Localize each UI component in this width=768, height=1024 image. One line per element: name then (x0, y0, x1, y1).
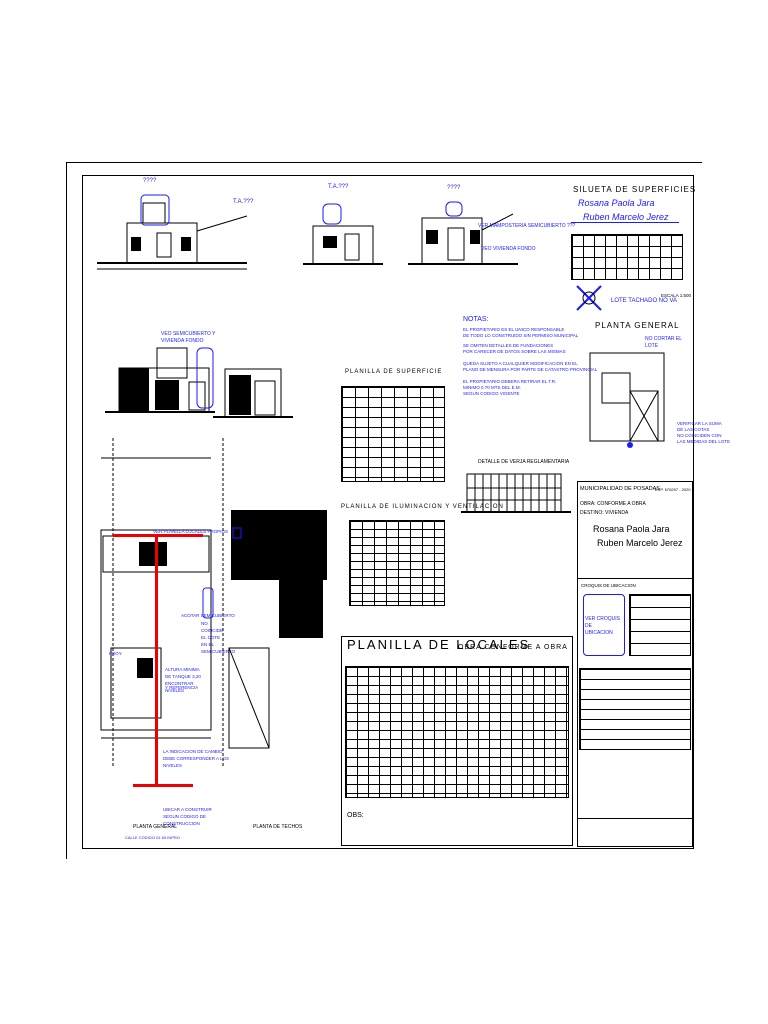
planilla-locales-box (341, 636, 573, 846)
owner-strike-line (571, 222, 679, 223)
nota-line: QUEDA SUJETO A CUALQUIER MODIFICACION EN… (463, 361, 578, 366)
drawing-sheet: ???? T.A.??? T.A.??? ???? VER MAMPOSTERI… (82, 175, 730, 849)
lote-escala: ESCALA 1:500 (661, 293, 692, 298)
planilla-iluminacion-title: PLANILLA DE ILUMINACION Y VENTILACION (341, 504, 504, 510)
planta-note: UBICAR A CONSTRUIR SEGUN CODIGO DE CONST… (163, 807, 212, 826)
propietario-1: Rosana Paola Jara (593, 524, 670, 534)
installation-red-horizontal (113, 534, 203, 537)
planta-note: ALTURA MINIMA DE TANQUE 3,20 ENCONTRAR N… (165, 667, 201, 693)
planta-note: LA INDICACION DE CAMBIO DEBE CORRESPONDE… (163, 749, 230, 768)
semicubierto-note: VER MAMPOSTERIA SEMICUBIERTO ??? (478, 223, 576, 229)
datos-table (579, 668, 691, 750)
section-a (105, 347, 215, 413)
firmas-table (629, 594, 691, 656)
installation-red-bottom (133, 784, 193, 787)
lote-verificar: LAS MEDIDAS DEL LOTE (677, 439, 731, 444)
owner-name-2: Ruben Marcelo Jerez (583, 212, 669, 222)
planta-note: Y REFERENCIA (165, 685, 199, 690)
lote-verificar: NO COINCIDEN CON (677, 433, 722, 438)
nota-line: DE TODO LO CONSTRUIDO SIN PERMISO MUNICI… (463, 333, 579, 338)
planilla-locales-table (345, 666, 569, 798)
title-block-footer (577, 818, 693, 819)
elevation-rear-tag: ???? (447, 185, 461, 191)
sections-note: VEO SEMICUBIERTO Y VIVIENDA FONDO (161, 331, 216, 344)
elevation-front (97, 194, 248, 270)
vivienda-fondo-note: VEO VIVIENDA FONDO (481, 246, 536, 252)
title-block (577, 481, 693, 847)
elevation-side (303, 203, 383, 265)
lote-no-cortar: NO CORTAR EL LOTE (645, 336, 682, 349)
nota-line: SE OMITEN DETALLES DE FUNDACIONES (463, 343, 554, 348)
municipalidad-exp: EXP. N°6297 - 2020 (655, 487, 691, 492)
municipalidad-destino: DESTINO: VIVIENDA (580, 510, 629, 516)
nota-line: EL PROPIETARIO DEBERA RETIRAR EL T.R. (463, 379, 557, 384)
lote-tachado-icon (576, 285, 602, 311)
nota-line: MINIMO 0.70 MTS DEL E.M. (463, 385, 521, 390)
nota-line: EL PROPIETARIO ES EL UNICO RESPONSABLE (463, 327, 565, 332)
planta-note: ACOTAR SEMICUBIERTO (181, 613, 235, 618)
elevation-tag: ???? (143, 178, 157, 184)
planta-note: PROY. (109, 651, 123, 656)
ver-croquis-note: VER CROQUIS DE UBICACION (585, 616, 621, 636)
superficies-table (571, 234, 683, 280)
propietario-2: Ruben Marcelo Jerez (597, 538, 683, 548)
detalle-verja-title: DETALLE DE VERJA REGLAMENTARIA (478, 459, 570, 465)
lote-verificar: DE LAS COTAS (677, 427, 710, 432)
lote-verificar: VERIFICAR LA SUMA (677, 421, 722, 426)
croquis-box (583, 594, 625, 656)
planilla-superficie-table (341, 386, 445, 482)
notas-heading: NOTAS: (463, 316, 489, 323)
planta-general-title: PLANTA GENERAL (133, 824, 178, 830)
planta-general-drawing (100, 438, 214, 768)
installation-red-vertical (155, 536, 158, 786)
planilla-locales-obs: OBS: (347, 812, 364, 819)
municipalidad-title: MUNICIPALIDAD DE POSADAS (580, 486, 660, 492)
title-block-divider (577, 578, 693, 579)
planilla-locales-subtitle: OBRA CONFORME A OBRA (458, 644, 568, 651)
nota-line: PLANO DE MENSURA POR PARTE DE CATASTRO P… (463, 367, 598, 372)
planta-general-lote-title: PLANTA GENERAL (595, 321, 680, 330)
planilla-iluminacion-table (349, 520, 445, 606)
lote-tachado-label: LOTE TACHADO NO VA (611, 298, 678, 304)
planilla-superficie-title: PLANILLA DE SUPERFICIE (345, 369, 443, 375)
planta-techos-drawing (222, 438, 327, 768)
owners-heading: SILUETA DE SUPERFICIES (573, 185, 697, 194)
nota-line: SEGUN CODIGO VIGENTE (463, 391, 520, 396)
section-b (213, 368, 293, 418)
elevation-side-tag: T.A.??? (328, 184, 349, 190)
owner-name-1: Rosana Paola Jara (578, 198, 655, 208)
elevation-ta-label: T.A.??? (233, 199, 254, 205)
planilla-locales-title: PLANILLA DE LOCALES (347, 637, 531, 652)
municipalidad-obra: OBRA: CONFORME A OBRA (580, 501, 646, 507)
planta-note: VER PLANILLA LOCALES PROPIOS (153, 529, 229, 534)
planta-techos-title: PLANTA DE TECHOS (253, 824, 303, 830)
elevation-rear (408, 201, 518, 265)
planta-general-lote (589, 352, 665, 448)
nota-line: POR CARECER DE DATOS SOBRE LAS MISMAS (463, 349, 566, 354)
planta-note: NO COINCIDE EL COTE EN EL SEMICUBIERTO (201, 621, 236, 654)
page-frame-left (66, 162, 67, 859)
calle-label: CALLE CODIGO 01 65 INPRO (125, 835, 180, 840)
croquis-label: CROQUIS DE UBICACION (581, 583, 636, 588)
page-frame-top (66, 162, 702, 163)
detalle-verja-drawing (461, 473, 571, 513)
